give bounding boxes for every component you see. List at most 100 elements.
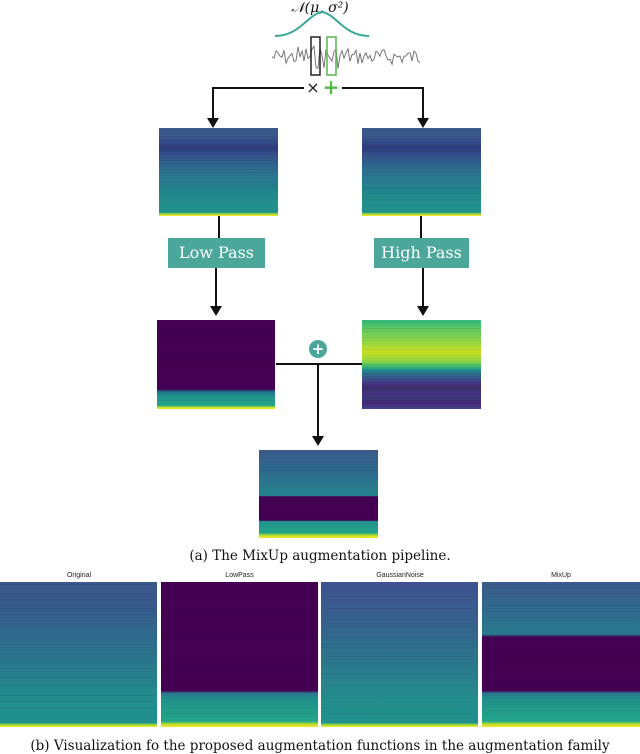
spectrogram-texture-line <box>482 692 640 693</box>
spectrogram-texture-line <box>0 662 157 663</box>
panel-lowpass <box>161 582 318 727</box>
spectrogram-texture-line <box>321 713 478 714</box>
spectrogram-texture-line <box>161 614 318 615</box>
spectrogram-texture-line <box>321 668 478 669</box>
spectrogram-texture-line <box>259 455 378 456</box>
spectrogram-texture-line <box>159 133 278 134</box>
caption-b: (b) Visualization fo the proposed augmen… <box>30 738 610 754</box>
spectrogram-texture-line <box>159 160 278 161</box>
gaussian-formula: 𝒩(μ, σ²) <box>291 0 349 16</box>
spectrogram-texture-line <box>159 166 278 167</box>
spectrogram-texture-line <box>362 343 481 344</box>
spectrogram-texture-line <box>161 689 318 690</box>
spectrogram-texture-line <box>259 464 378 465</box>
spectrogram-texture-line <box>161 593 318 594</box>
spectrogram-texture-line <box>0 629 157 630</box>
spectrogram-texture-line <box>161 659 318 660</box>
spectrogram-texture-line <box>482 707 640 708</box>
spectrogram-texture-line <box>482 596 640 597</box>
spectrogram-texture-line <box>321 680 478 681</box>
spectrogram-texture-line <box>0 593 157 594</box>
spectrogram-texture-line <box>0 656 157 657</box>
spectrogram-texture-line <box>362 181 481 182</box>
spectrogram-texture-line <box>321 602 478 603</box>
arrow-left-head <box>207 118 219 128</box>
panel-title-lowpass: LowPass <box>225 572 254 579</box>
spectrogram-texture-line <box>161 605 318 606</box>
spectrogram-texture-line <box>482 686 640 687</box>
spectrogram-texture-line <box>159 193 278 194</box>
spectrogram-texture-line <box>482 674 640 675</box>
spectrogram-texture-line <box>157 337 275 338</box>
spectrogram-texture-line <box>0 617 157 618</box>
spectrogram-texture-line <box>259 491 378 492</box>
spectrogram-texture-line <box>161 704 318 705</box>
spectrogram-texture-line <box>482 599 640 600</box>
spectrogram-texture-line <box>321 638 478 639</box>
spectrogram-texture-line <box>321 626 478 627</box>
spectrogram-texture-line <box>259 452 378 453</box>
spectrogram-texture-line <box>321 704 478 705</box>
spectrogram-texture-line <box>482 704 640 705</box>
spectrogram-texture-line <box>362 148 481 149</box>
spectrogram-texture-line <box>482 677 640 678</box>
spectrogram-texture-line <box>321 692 478 693</box>
panel-mixup <box>482 582 640 727</box>
spectrogram-texture-line <box>321 593 478 594</box>
spectrogram-texture-line <box>0 680 157 681</box>
spectrogram-texture-line <box>362 199 481 200</box>
spectrogram-texture-line <box>159 202 278 203</box>
spectrogram-texture-line <box>362 340 481 341</box>
spectrogram-texture-line <box>482 587 640 588</box>
spectrogram-texture-line <box>0 695 157 696</box>
spectrogram-texture-line <box>362 139 481 140</box>
arrow-left-branch <box>212 87 304 120</box>
spectrogram-texture-line <box>0 605 157 606</box>
spectrogram-texture-line <box>159 151 278 152</box>
panel-gaussiannoise <box>321 582 478 727</box>
spectrogram-texture-line <box>161 707 318 708</box>
spectrogram-texture-line <box>321 671 478 672</box>
spectrogram-texture-line <box>259 473 378 474</box>
spectrogram-texture-line <box>0 587 157 588</box>
spectrogram-texture-line <box>362 160 481 161</box>
spectrogram-texture-line <box>362 352 481 353</box>
spectrogram-texture-line <box>0 608 157 609</box>
spectrogram-texture-line <box>159 205 278 206</box>
low-pass-label: Low Pass <box>168 238 265 268</box>
spectrogram-texture-line <box>159 190 278 191</box>
arrow-right-branch <box>342 87 424 120</box>
spectrogram-texture-line <box>482 584 640 585</box>
spectrogram-texture-line <box>482 626 640 627</box>
spectrogram-texture-line <box>321 617 478 618</box>
spectrogram-texture-line <box>362 184 481 185</box>
gaussian-curve <box>274 10 370 37</box>
spectrogram-texture-line <box>0 650 157 651</box>
spectrogram-texture-line <box>482 662 640 663</box>
spectrogram-texture-line <box>0 716 157 717</box>
spectrogram-texture-line <box>362 322 481 323</box>
spectrogram-texture-line <box>482 683 640 684</box>
spectrogram-texture-line <box>157 361 275 362</box>
spectrogram-texture-line <box>159 157 278 158</box>
spectrogram-texture-line <box>259 479 378 480</box>
arrow-right-head <box>417 118 429 128</box>
spectrogram-texture-line <box>482 590 640 591</box>
spectrogram-texture-line <box>157 382 275 383</box>
spectrogram-texture-line <box>159 136 278 137</box>
spectrogram-texture-line <box>482 614 640 615</box>
spectrogram-texture-line <box>362 190 481 191</box>
spectrogram-texture-line <box>362 364 481 365</box>
spectrogram-texture-line <box>0 665 157 666</box>
spectrogram-texture-line <box>161 713 318 714</box>
spectrogram-texture-line <box>362 187 481 188</box>
spectrogram-texture-line <box>161 695 318 696</box>
spectrogram-texture-line <box>157 379 275 380</box>
spectrogram-texture-line <box>0 620 157 621</box>
spectrogram-texture-line <box>259 500 378 501</box>
spectrogram-texture-line <box>259 476 378 477</box>
merge-arrow-head <box>312 436 324 446</box>
spectrogram-texture-line <box>161 599 318 600</box>
spectrogram-texture-line <box>259 485 378 486</box>
panel-original <box>0 582 157 727</box>
